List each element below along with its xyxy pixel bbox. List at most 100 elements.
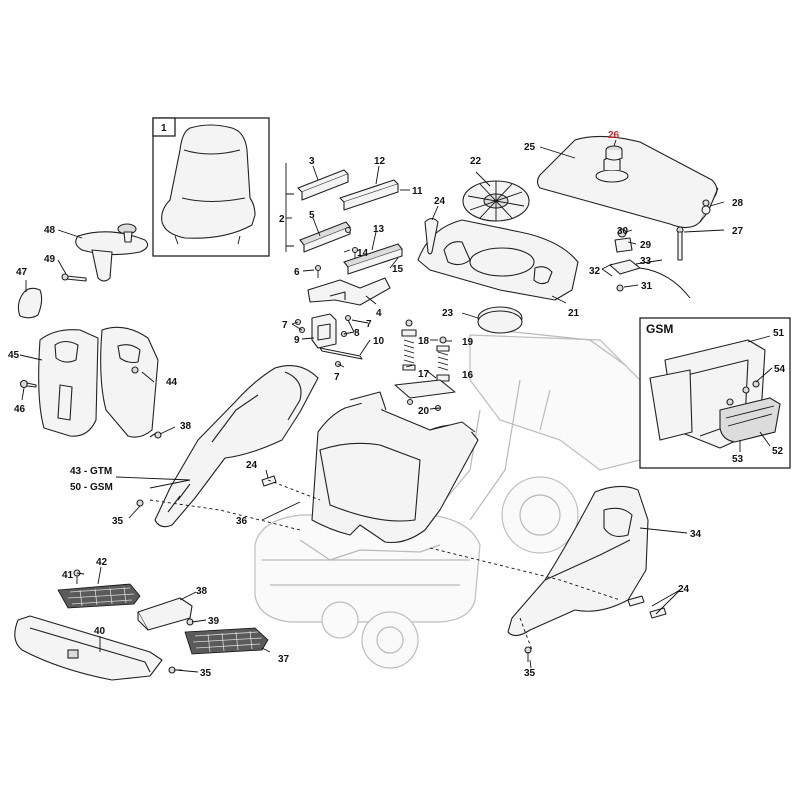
callout-35c: 35: [524, 668, 536, 679]
callout-29: 29: [640, 240, 652, 251]
body-panel-36[interactable]: [311, 391, 479, 544]
callout-31: 31: [641, 281, 653, 292]
bolts-54[interactable]: [726, 380, 760, 406]
callout-10: 10: [373, 336, 385, 347]
callout-43: 43 - GTM: [70, 466, 112, 477]
callout-13: 13: [373, 224, 385, 235]
seat-rail-5[interactable]: [299, 221, 351, 253]
callout-41: 41: [62, 570, 74, 581]
callout-40: 40: [94, 626, 106, 637]
tractor-chassis-ghost: [254, 329, 641, 669]
callout-7c: 7: [334, 372, 340, 383]
gsm-inset-box: GSM: [639, 317, 791, 469]
callout-14: 14: [357, 248, 369, 259]
floor-mat-42[interactable]: [57, 583, 141, 609]
left-fender-part[interactable]: [154, 365, 319, 528]
callout-7a: 7: [282, 320, 288, 331]
callout-25: 25: [524, 142, 536, 153]
callout-32: 32: [589, 266, 601, 277]
collector-52[interactable]: [719, 397, 781, 443]
screw-35-mid[interactable]: [136, 499, 144, 507]
fan-grille-22[interactable]: [462, 180, 530, 222]
spring-16[interactable]: [401, 319, 417, 371]
callout-2: 2: [279, 214, 285, 225]
top-cover-25[interactable]: [536, 135, 719, 229]
callout-54: 54: [774, 364, 786, 375]
callout-23: 23: [442, 308, 454, 319]
ring-23[interactable]: [477, 306, 523, 334]
cover-knob-26[interactable]: [605, 145, 623, 161]
callout-16: 16: [462, 370, 474, 381]
label-seat-group: 1: [161, 123, 167, 134]
callout-21: 21: [568, 308, 580, 319]
seat-switch-bracket[interactable]: [294, 313, 363, 368]
steering-wheel-part[interactable]: [75, 223, 149, 282]
callout-24a: 24: [434, 196, 446, 207]
callout-45: 45: [8, 350, 20, 361]
seat-rail-12[interactable]: [339, 179, 399, 211]
gsm-title: GSM: [646, 322, 673, 336]
seat-rail-3[interactable]: [297, 169, 349, 201]
callout-53: 53: [732, 454, 744, 465]
callout-44: 44: [166, 377, 178, 388]
spring-19[interactable]: [436, 336, 450, 382]
dashboard-panel-21[interactable]: [417, 219, 579, 301]
lever-knob-24-top[interactable]: [424, 217, 439, 255]
callout-38a: 38: [180, 421, 192, 432]
step-bracket-38[interactable]: [137, 597, 193, 631]
screw-35-right[interactable]: [524, 646, 532, 662]
seat-plate-20[interactable]: [394, 379, 456, 412]
callout-35b: 35: [200, 668, 212, 679]
callout-labels: 2 3 12 11 5 13 14 15 6 4 7 7 8 9 10 7 18…: [8, 130, 786, 679]
callout-36: 36: [236, 516, 248, 527]
bolt-49[interactable]: [61, 273, 87, 282]
callout-18: 18: [418, 336, 430, 347]
callout-11: 11: [412, 186, 423, 197]
callout-3: 3: [309, 156, 315, 167]
callout-22: 22: [470, 156, 482, 167]
callout-33: 33: [640, 256, 652, 267]
seat-rail-13[interactable]: [343, 243, 403, 275]
callout-27: 27: [732, 226, 744, 237]
dash-cover-47[interactable]: [17, 287, 43, 319]
right-panel-44[interactable]: [100, 326, 159, 438]
floor-mat-37[interactable]: [184, 627, 269, 655]
callout-30: 30: [617, 226, 629, 237]
pivot-hardware[interactable]: [609, 199, 711, 299]
callout-26: 26: [608, 130, 620, 141]
callout-17: 17: [418, 369, 430, 380]
callout-24b: 24: [678, 584, 690, 595]
callout-48: 48: [44, 225, 56, 236]
callout-7b: 7: [366, 319, 372, 330]
seat-assembly-box: 1: [152, 117, 270, 257]
callout-52: 52: [772, 446, 784, 457]
callout-5: 5: [309, 210, 315, 221]
callout-50: 50 - GSM: [70, 482, 113, 493]
front-bumper-40[interactable]: [14, 615, 163, 681]
seat-part[interactable]: [161, 124, 256, 245]
callout-37: 37: [278, 654, 290, 665]
callout-6: 6: [294, 267, 300, 278]
callout-42: 42: [96, 557, 108, 568]
callout-20: 20: [418, 406, 430, 417]
callout-39: 39: [208, 616, 220, 627]
left-panel-45[interactable]: [38, 329, 99, 437]
callout-9: 9: [294, 335, 300, 346]
callout-15: 15: [392, 264, 404, 275]
screw-46[interactable]: [19, 379, 37, 389]
screw-38-left[interactable]: [149, 431, 162, 439]
callout-47: 47: [16, 267, 28, 278]
callout-49: 49: [44, 254, 56, 265]
seat-bracket-4[interactable]: [307, 277, 391, 306]
screw-41[interactable]: [73, 569, 81, 584]
callout-34: 34: [690, 529, 702, 540]
right-knobs-24[interactable]: [627, 595, 667, 619]
callout-28: 28: [732, 198, 744, 209]
clip-24-left[interactable]: [261, 475, 277, 487]
callout-4: 4: [376, 308, 382, 319]
callout-38b: 38: [196, 586, 208, 597]
right-fender-34[interactable]: [507, 485, 649, 637]
callout-19: 19: [462, 337, 474, 348]
small-screws-6-14[interactable]: [314, 226, 359, 279]
